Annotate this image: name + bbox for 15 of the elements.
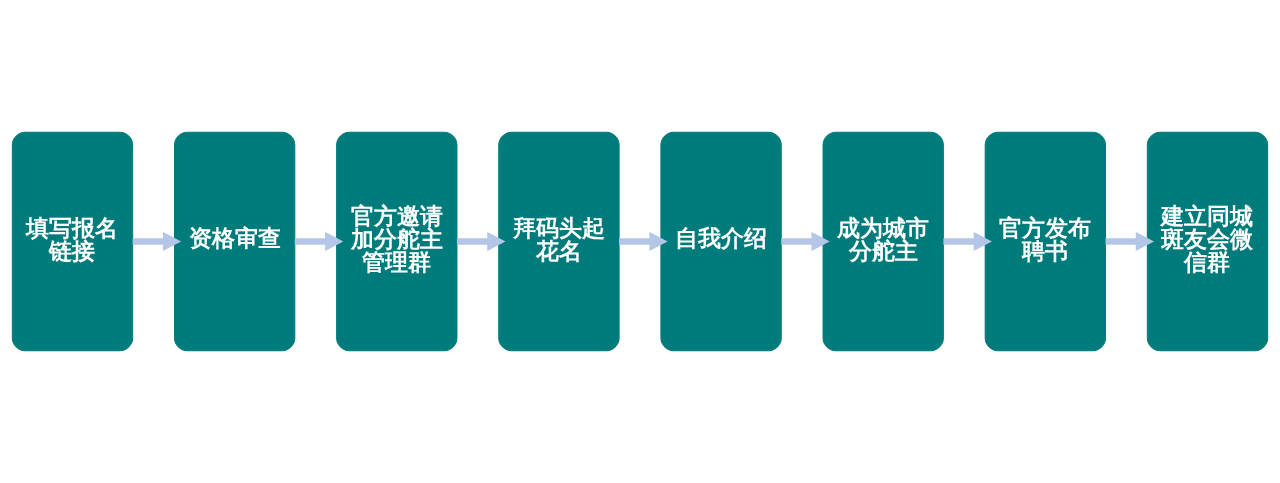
arrow [1105, 231, 1155, 252]
arrow [132, 231, 182, 252]
arrow [781, 231, 830, 252]
node-box: 官方发布聘书 [984, 131, 1107, 352]
node-box: 资格审查 [173, 131, 296, 352]
arrow [619, 231, 668, 252]
arrow [294, 231, 344, 252]
arrow [943, 231, 992, 252]
node-box: 自我介绍 [660, 131, 782, 352]
node-box: 成为城市分舵主 [822, 131, 944, 352]
node-box: 填写报名链接 [11, 131, 134, 352]
node-box: 拜码头起花名 [498, 131, 620, 352]
node-box: 官方邀请加分舵主管理群 [336, 131, 458, 352]
node-box: 建立同城斑友会微信群 [1146, 131, 1269, 352]
arrow [457, 231, 506, 252]
